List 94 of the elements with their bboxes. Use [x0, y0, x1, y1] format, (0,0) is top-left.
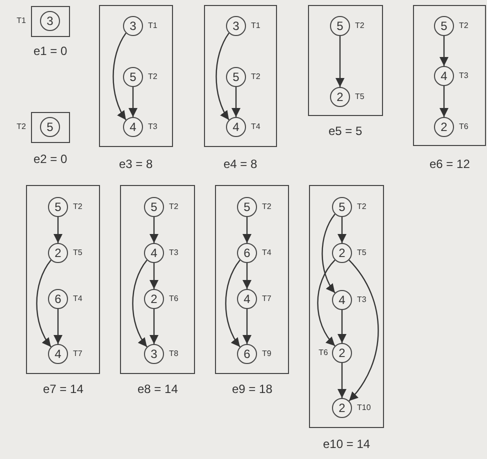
- arrow: [150, 309, 158, 344]
- task-label: T2: [357, 202, 366, 212]
- arrow: [150, 217, 158, 243]
- arrow: [440, 86, 448, 117]
- task-label: T2: [262, 202, 272, 212]
- task-circle: 5: [332, 197, 352, 217]
- task-circle: 5: [144, 197, 164, 217]
- task-label: T3: [169, 248, 178, 258]
- task-circle: 4: [144, 243, 164, 263]
- task-circle: 3: [123, 16, 143, 36]
- task-circle: 3: [40, 11, 60, 31]
- task-label: T2: [16, 122, 26, 132]
- arrow: [322, 214, 336, 294]
- task-circle: 2: [48, 243, 68, 263]
- task-label: T4: [262, 248, 272, 258]
- task-label: T4: [73, 294, 82, 304]
- arrow: [150, 263, 158, 289]
- task-circle: 2: [434, 117, 454, 137]
- task-circle: 5: [434, 16, 454, 36]
- task-circle: 3: [144, 344, 164, 364]
- cost-label: e10 = 14: [323, 437, 370, 451]
- arrow: [54, 309, 62, 344]
- task-label: T2: [355, 21, 364, 31]
- arrow: [112, 32, 126, 120]
- arrow: [348, 260, 379, 402]
- task-circle: 3: [226, 16, 246, 36]
- arrow: [54, 217, 62, 243]
- arrow: [440, 36, 448, 66]
- task-label: T1: [148, 21, 158, 31]
- arrow: [242, 263, 252, 289]
- cost-label: e5 = 5: [328, 124, 362, 138]
- task-circle: 4: [226, 117, 246, 137]
- task-label: T5: [357, 248, 366, 258]
- task-circle: 5: [237, 197, 257, 217]
- task-circle: 4: [123, 117, 143, 137]
- cost-label: e3 = 8: [119, 157, 153, 171]
- arrow: [336, 36, 344, 87]
- arrow: [225, 260, 240, 348]
- task-circle: 6: [48, 289, 68, 309]
- arrow: [338, 217, 346, 243]
- task-label: T6: [169, 294, 178, 304]
- task-label: T5: [73, 248, 82, 258]
- task-label: T2: [251, 72, 260, 82]
- cost-label: e2 = 0: [34, 152, 68, 166]
- task-circle: 2: [332, 243, 352, 263]
- task-label: T9: [262, 349, 272, 359]
- task-circle: 4: [332, 290, 352, 310]
- task-label: T3: [459, 71, 468, 81]
- task-circle: 5: [123, 67, 143, 87]
- task-label: T6: [318, 348, 328, 358]
- task-circle: 2: [330, 87, 350, 107]
- task-circle: 2: [144, 289, 164, 309]
- arrow: [242, 217, 252, 243]
- task-circle: 5: [226, 67, 246, 87]
- task-label: T7: [262, 294, 272, 304]
- task-label: T2: [169, 202, 178, 212]
- task-circle: 6: [237, 344, 257, 364]
- cost-label: e8 = 14: [138, 382, 178, 396]
- task-circle: 5: [40, 117, 60, 137]
- task-circle: 2: [332, 398, 352, 418]
- arrow: [338, 310, 346, 343]
- arrow: [338, 363, 346, 398]
- task-circle: 6: [237, 243, 257, 263]
- task-circle: 5: [48, 197, 68, 217]
- arrow: [232, 87, 240, 117]
- arrow: [132, 260, 148, 348]
- task-circle: 4: [434, 66, 454, 86]
- task-circle: 2: [332, 343, 352, 363]
- task-label: T5: [355, 92, 364, 102]
- task-label: T6: [459, 122, 468, 132]
- arrow: [242, 309, 252, 344]
- task-label: T3: [357, 295, 366, 305]
- cost-label: e7 = 14: [43, 382, 84, 396]
- task-label: T1: [251, 21, 260, 31]
- task-label: T1: [16, 16, 26, 26]
- task-label: T2: [73, 202, 82, 212]
- cost-label: e9 = 18: [232, 382, 272, 396]
- arrow: [216, 32, 230, 120]
- task-label: T8: [169, 349, 178, 359]
- task-label: T10: [357, 403, 371, 413]
- arrow: [317, 260, 336, 346]
- task-label: T2: [459, 21, 468, 31]
- arrow: [128, 87, 138, 117]
- task-circle: 4: [237, 289, 257, 309]
- task-circle: 4: [48, 344, 68, 364]
- arrow: [36, 260, 52, 348]
- task-label: T3: [148, 122, 158, 132]
- task-label: T7: [73, 349, 82, 359]
- task-label: T2: [148, 72, 158, 82]
- cost-label: e1 = 0: [34, 44, 68, 58]
- cost-label: e4 = 8: [224, 157, 258, 171]
- cost-label: e6 = 12: [430, 157, 470, 171]
- task-label: T4: [251, 122, 260, 132]
- task-circle: 5: [330, 16, 350, 36]
